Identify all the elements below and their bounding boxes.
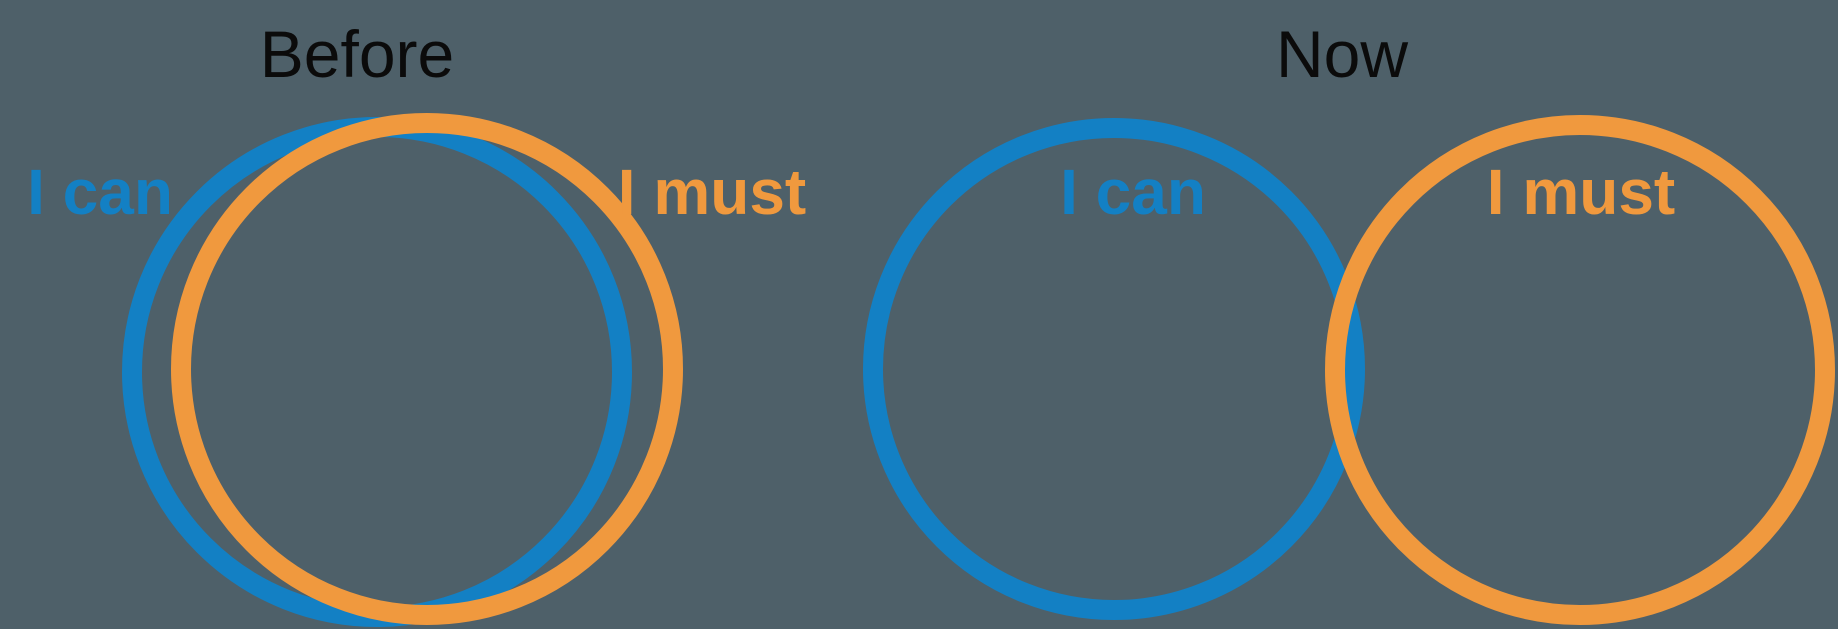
now-title: Now	[1275, 17, 1409, 91]
now-i-can-label: I can	[1060, 156, 1206, 228]
now-i-can-circle	[863, 118, 1365, 620]
before-i-can-circle	[122, 117, 632, 627]
before-i-must-label: I must	[617, 156, 807, 228]
before-i-must-circle	[171, 113, 683, 625]
before-venn-group	[122, 113, 683, 627]
now-i-must-circle	[1325, 115, 1835, 625]
now-venn-group	[863, 115, 1835, 625]
now-i-must-label: I must	[1486, 156, 1676, 228]
before-title: Before	[259, 17, 455, 91]
before-i-can-label: I can	[27, 156, 173, 228]
